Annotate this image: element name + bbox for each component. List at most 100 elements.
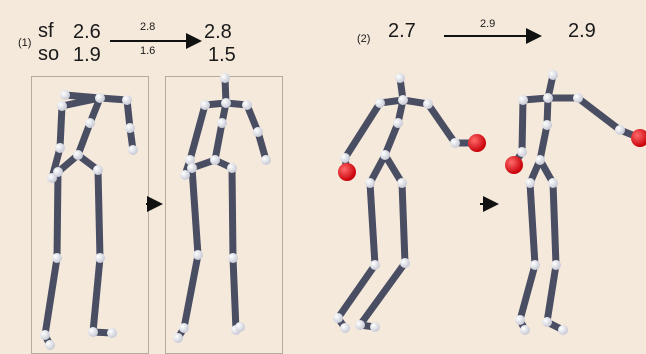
pose1-before-bone-lh-lk bbox=[53, 168, 62, 262]
pose2-after-bone-sp-pl bbox=[536, 121, 551, 164]
pose2-after-bone-rh-rk bbox=[549, 179, 560, 269]
pose1-before-joint-la bbox=[40, 330, 50, 340]
pose2-before-joint-rt bbox=[370, 322, 380, 332]
pose2-before-bone-lk-la bbox=[334, 261, 379, 322]
pose2-before-joint-pl bbox=[380, 150, 390, 160]
pose2-after-joint-la bbox=[515, 315, 525, 325]
pose2-before-bone-ls-le bbox=[341, 99, 384, 162]
pose2-after-joint-lk bbox=[530, 260, 540, 270]
pose2-before-bone-pl-rh bbox=[381, 151, 406, 187]
pose2-before-bone-pl-lh bbox=[366, 151, 389, 187]
pose1-after-joint-neck bbox=[221, 98, 231, 108]
pose2-after-bone-rs-re bbox=[574, 94, 624, 134]
pose1-before-bone-rk-ra bbox=[89, 254, 104, 336]
pose2-after-joint-re bbox=[615, 125, 625, 135]
pose1-after-joint-sp bbox=[217, 118, 227, 128]
pose2-before-joint-head bbox=[395, 73, 405, 83]
pose2-after-bone-lh-lk bbox=[526, 179, 539, 269]
pose2-after-joint-lh bbox=[525, 178, 535, 188]
pose2-before-joint-rk bbox=[400, 258, 410, 268]
pose1-after-joint-le bbox=[185, 155, 195, 165]
pose2-after-joint-neck bbox=[543, 93, 553, 103]
pose2-after-joint-rs bbox=[573, 93, 583, 103]
pose1-after-joint-rt bbox=[235, 322, 245, 332]
pose1-before-joint-rk bbox=[95, 253, 105, 263]
sf-label: sf bbox=[38, 20, 54, 42]
pose1-before-joint-rs bbox=[122, 95, 132, 105]
pose2-after-highlight-joint-rw bbox=[631, 129, 646, 147]
pose2-after-joint-rt bbox=[558, 325, 568, 335]
sf-arrow-value: 2.8 bbox=[140, 21, 156, 33]
pose1-after-joint-re bbox=[253, 127, 263, 137]
pose1-after-bone-rk-ra bbox=[229, 254, 240, 334]
pose1-after-bone-rh-rk bbox=[228, 164, 237, 262]
pose2-before-joint-ra bbox=[355, 320, 365, 330]
pose2-before-bone-rk-ra bbox=[356, 259, 409, 329]
pose1-after-joint-rs bbox=[242, 100, 252, 110]
pose1-after-joint-ls bbox=[200, 100, 210, 110]
pose2-before-bone-rh-rk bbox=[398, 179, 409, 267]
pose2-after-bone-rk-ra bbox=[543, 261, 560, 326]
pose2-before-joint-lk bbox=[370, 260, 380, 270]
so-arrow-value: 1.6 bbox=[140, 45, 156, 57]
pose1-before-joint-rh bbox=[93, 165, 103, 175]
pose2-before-highlight-joint-lw bbox=[338, 163, 356, 181]
pose1-after-joint-head bbox=[220, 73, 230, 83]
pose1-before-bone-sp-pl bbox=[74, 119, 94, 159]
panel2-label: (2) bbox=[357, 33, 371, 45]
pose2-after-joint-head bbox=[548, 70, 558, 80]
pose1-before-joint-lk bbox=[52, 253, 62, 263]
pose2-after-joint-sp bbox=[542, 120, 552, 130]
pose1-before-bone-neck-ls bbox=[58, 94, 104, 110]
pose1-before-bone-ls-le bbox=[56, 102, 66, 152]
pose2-after-joint-lt bbox=[520, 325, 530, 335]
pose2-before-bone-lh-lk bbox=[366, 179, 379, 269]
pose1-after-joint-lh bbox=[187, 163, 197, 173]
pose2-before-joint-rh bbox=[397, 178, 407, 188]
pose2-after-joint-ls bbox=[518, 95, 528, 105]
panel2-arrow-value: 2.9 bbox=[480, 18, 496, 30]
pose1-before-bone-rh-rk bbox=[94, 166, 104, 262]
sf-after-value: 2.8 bbox=[204, 21, 232, 43]
pose2-before-joint-sp bbox=[393, 118, 403, 128]
pose2-after-bone-ls-le bbox=[518, 96, 527, 156]
pose2-before-joint-rs bbox=[423, 99, 433, 109]
pose2-after-joint-rk bbox=[551, 260, 561, 270]
pose1-after-bone-lk-la bbox=[180, 251, 202, 332]
pose2-before-bone-rs-re bbox=[424, 100, 459, 147]
pose1-after-joint-la bbox=[179, 323, 189, 333]
pose1-after-joint-lt bbox=[173, 333, 183, 343]
pose1-after-bone-ls-le bbox=[186, 101, 209, 164]
pose2-before-joint-lh bbox=[365, 178, 375, 188]
pose2-before-joint-le bbox=[340, 153, 350, 163]
pose1-before-joint-pl bbox=[73, 150, 83, 160]
pose1-before-joint-head bbox=[60, 90, 70, 100]
pose2-after-highlight-joint-lw bbox=[505, 156, 523, 174]
pose2-before-joint-la bbox=[333, 313, 343, 323]
pose1-after-joint-rh bbox=[227, 163, 237, 173]
pose1-before-joint-rt bbox=[107, 328, 117, 338]
panel2-before-value: 2.7 bbox=[388, 20, 416, 42]
pose1-after-joint-rw bbox=[261, 155, 271, 165]
pose2-before-bone-sp-pl bbox=[381, 119, 402, 159]
pose1-before-joint-le bbox=[55, 143, 65, 153]
pose1-after-joint-lw bbox=[180, 170, 190, 180]
pose2-after-bone-lk-la bbox=[516, 261, 539, 324]
pose2-before-joint-ls bbox=[375, 98, 385, 108]
pose2-before-joint-re bbox=[450, 138, 460, 148]
pose2-after-joint-le bbox=[517, 147, 527, 157]
so-before-value: 1.9 bbox=[73, 44, 101, 66]
pose1-before-joint-sp bbox=[85, 118, 95, 128]
pose1-after-bone-sp-pl bbox=[211, 119, 226, 164]
pose1-after-joint-pl bbox=[210, 155, 220, 165]
sf-before-value: 2.6 bbox=[73, 21, 101, 43]
panel2-after-value: 2.9 bbox=[568, 20, 596, 42]
pose2-before-highlight-joint-rw bbox=[468, 134, 486, 152]
pose1-before-joint-neck bbox=[95, 93, 105, 103]
pose1-before-bone-lk-la bbox=[41, 254, 61, 339]
pose1-after-joint-rk bbox=[228, 253, 238, 263]
pose2-after-joint-pl bbox=[535, 155, 545, 165]
pose2-before-joint-lt bbox=[340, 323, 350, 333]
pose2-after-joint-ra bbox=[542, 317, 552, 327]
